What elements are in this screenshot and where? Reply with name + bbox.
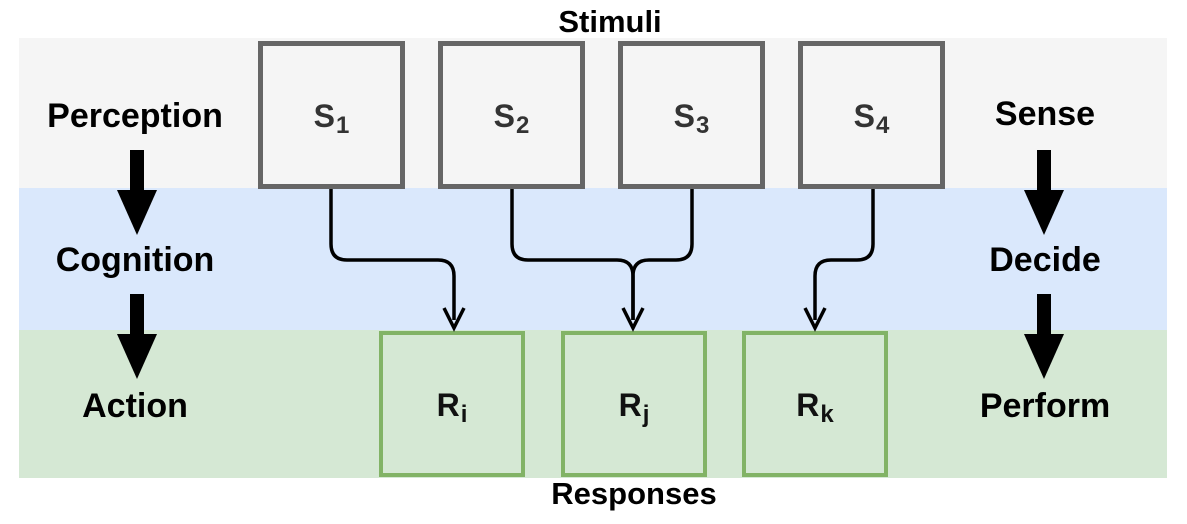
- stimuli-title: Stimuli: [558, 4, 662, 39]
- response-letter: R: [436, 387, 460, 423]
- stimulus-subscript: 4: [875, 112, 890, 139]
- stimulus-letter: S: [493, 98, 515, 134]
- response-letter: R: [796, 387, 820, 423]
- response-subscript: j: [642, 401, 650, 428]
- perception-label: Perception: [47, 97, 223, 135]
- response-subscript: i: [460, 401, 468, 428]
- action-label: Action: [82, 387, 188, 425]
- stimulus-subscript: 2: [515, 112, 530, 139]
- cognition-label: Cognition: [55, 241, 215, 279]
- stimulus-subscript: 3: [695, 112, 710, 139]
- stimulus-letter: S: [313, 98, 335, 134]
- perception-band: [19, 38, 1167, 188]
- stimulus-letter: S: [673, 98, 695, 134]
- response-letter: R: [618, 387, 642, 423]
- stimulus-subscript: 1: [335, 112, 350, 139]
- stimulus-letter: S: [853, 98, 875, 134]
- decide-label: Decide: [989, 241, 1101, 279]
- sense-label: Sense: [994, 95, 1096, 133]
- responses-title: Responses: [551, 476, 717, 511]
- perform-label: Perform: [979, 387, 1111, 425]
- response-subscript: k: [820, 401, 834, 428]
